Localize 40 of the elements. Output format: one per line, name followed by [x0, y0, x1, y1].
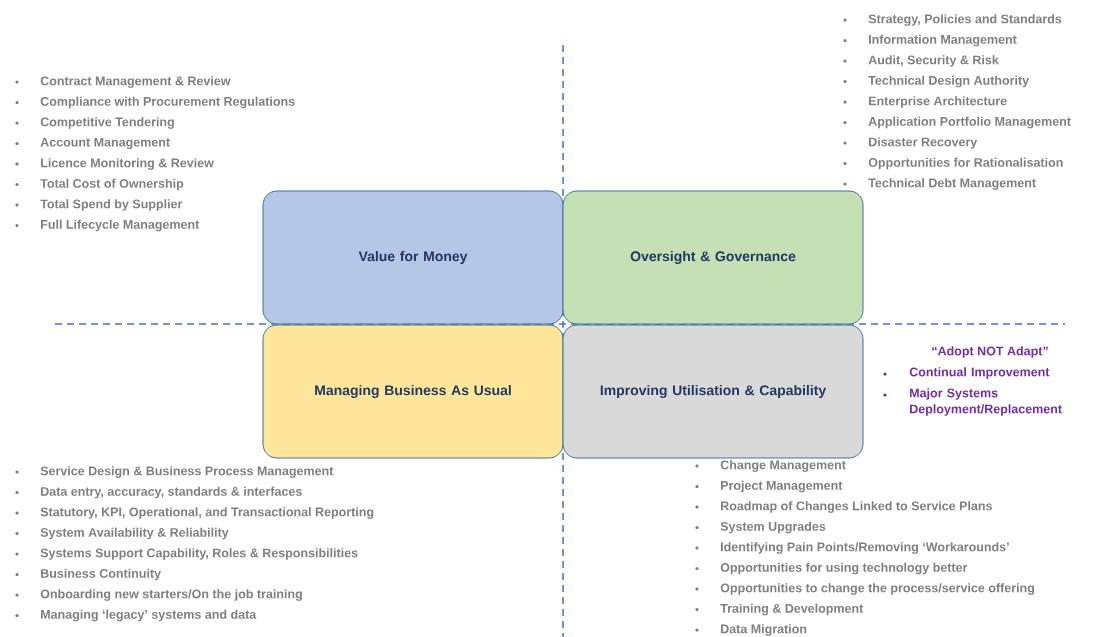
list-item: Service Design & Business Process Management	[40, 466, 334, 478]
list-item: Data Migration	[721, 624, 807, 636]
list-item: Disaster Recovery	[869, 137, 978, 149]
quadrant-box: Managing Business As Usual	[262, 324, 564, 459]
list-item: Full Lifecycle Management	[41, 219, 200, 232]
list-item: Systems Support Capability, Roles & Responsibilities	[40, 548, 358, 560]
list-item: Competitive Tendering	[40, 117, 174, 129]
quote-heading: “Adopt NOT Adapt”	[932, 346, 1048, 358]
list-item: Technical Debt Management	[868, 178, 1036, 190]
list-item: Account Management	[40, 137, 170, 150]
list-item: Information Management	[869, 34, 1017, 47]
list-item: Audit, Security & Risk	[868, 55, 999, 67]
list-item: Licence Monitoring & Review	[41, 158, 214, 170]
list-item: Managing ‘legacy’ systems and data	[41, 609, 257, 622]
list-item: Total Cost of Ownership	[40, 178, 184, 191]
list-item: Contract Management & Review	[40, 76, 231, 88]
list-item: Opportunities for Rationalisation	[868, 157, 1063, 170]
list-item: Statutory, KPI, Operational, and Transactional Reporting	[40, 507, 374, 519]
list-item: Opportunities for using technology better	[720, 562, 968, 575]
list-item: Data entry, accuracy, standards & interfaces	[41, 486, 302, 499]
list-item: Application Portfolio Management	[868, 116, 1071, 129]
list-item: System Upgrades	[720, 521, 826, 534]
quadrant-box: Oversight & Governance	[562, 190, 864, 325]
list-item: Training & Development	[720, 603, 864, 616]
list-item: Roadmap of Changes Linked to Service Plans	[721, 501, 992, 513]
list-item: Opportunities to change the process/service offering	[720, 583, 1034, 595]
list-item: Major Systems Deployment/Replacement	[910, 388, 1062, 416]
quadrant-box: Value for Money	[262, 190, 564, 325]
list-item: Compliance with Procurement Regulations	[40, 96, 295, 109]
list-item: Identifying Pain Points/Removing ‘Workarounds’	[721, 542, 1009, 554]
list-item: System Availability & Reliability	[40, 527, 229, 540]
list-item: Total Spend by Supplier	[40, 199, 183, 211]
list-item: Enterprise Architecture	[869, 96, 1007, 108]
list-item: Onboarding new starters/On the job training	[40, 589, 302, 601]
quadrant-box: Improving Utilisation & Capability	[562, 324, 864, 459]
list-item: Business Continuity	[41, 568, 161, 581]
list-item: Technical Design Authority	[868, 75, 1030, 88]
list-item: Strategy, Policies and Standards	[868, 14, 1062, 26]
list-item: Project Management	[721, 480, 843, 493]
list-item: Continual Improvement	[909, 367, 1050, 379]
